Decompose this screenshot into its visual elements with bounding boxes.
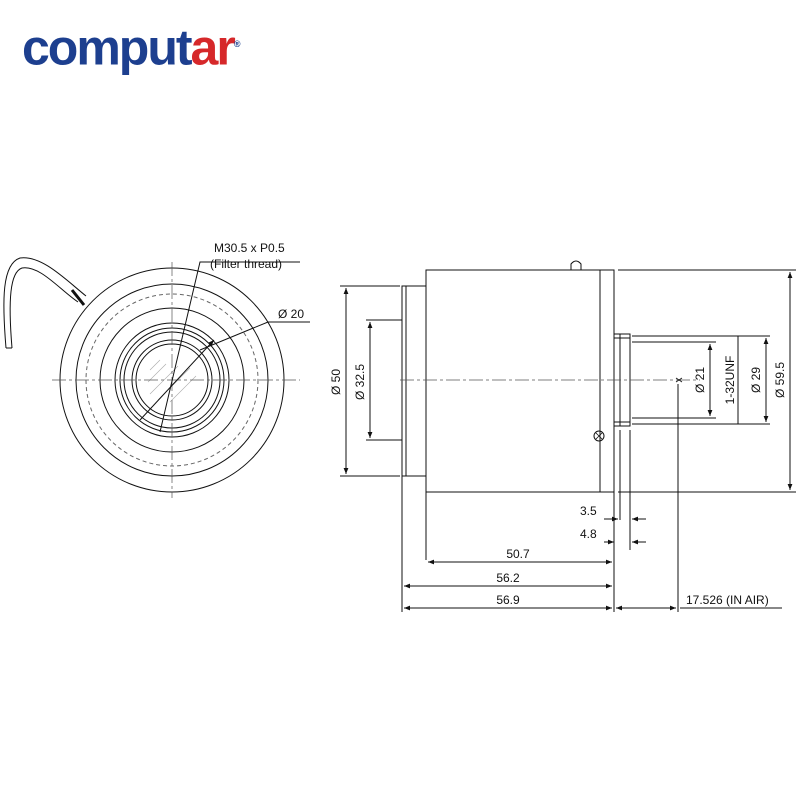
main-body (425, 269, 615, 493)
focus-knob (570, 260, 582, 270)
logo-registered-mark: ® (233, 39, 241, 49)
diameter-59-5-label: Ø 59.5 (773, 362, 787, 398)
cable (9, 267, 79, 349)
inner-diameter-label: Ø 20 (278, 307, 304, 321)
logo-word: computar (22, 19, 236, 76)
lock-screw (593, 430, 605, 442)
computar-logo: computar® (22, 14, 240, 78)
filter-thread-label: M30.5 x P0.5 (214, 241, 285, 255)
diameter-50-label: Ø 50 (329, 369, 343, 395)
thread-1-32unf-label: 1-32UNF (723, 356, 737, 405)
length-56-9-label: 56.9 (496, 593, 520, 607)
diameter-32-5-label: Ø 32.5 (353, 364, 367, 400)
side-view (340, 260, 796, 612)
filter-thread-note: (Filter thread) (210, 257, 282, 271)
diameter-21-label: Ø 21 (693, 367, 707, 393)
length-3-5-label: 3.5 (580, 504, 597, 518)
length-56-2-label: 56.2 (496, 571, 520, 585)
front-view (3, 257, 310, 498)
length-50-7-label: 50.7 (506, 547, 530, 561)
diameter-29-label: Ø 29 (749, 367, 763, 393)
length-17-526-label: 17.526 (IN AIR) (686, 593, 769, 607)
length-4-8-label: 4.8 (580, 527, 597, 541)
